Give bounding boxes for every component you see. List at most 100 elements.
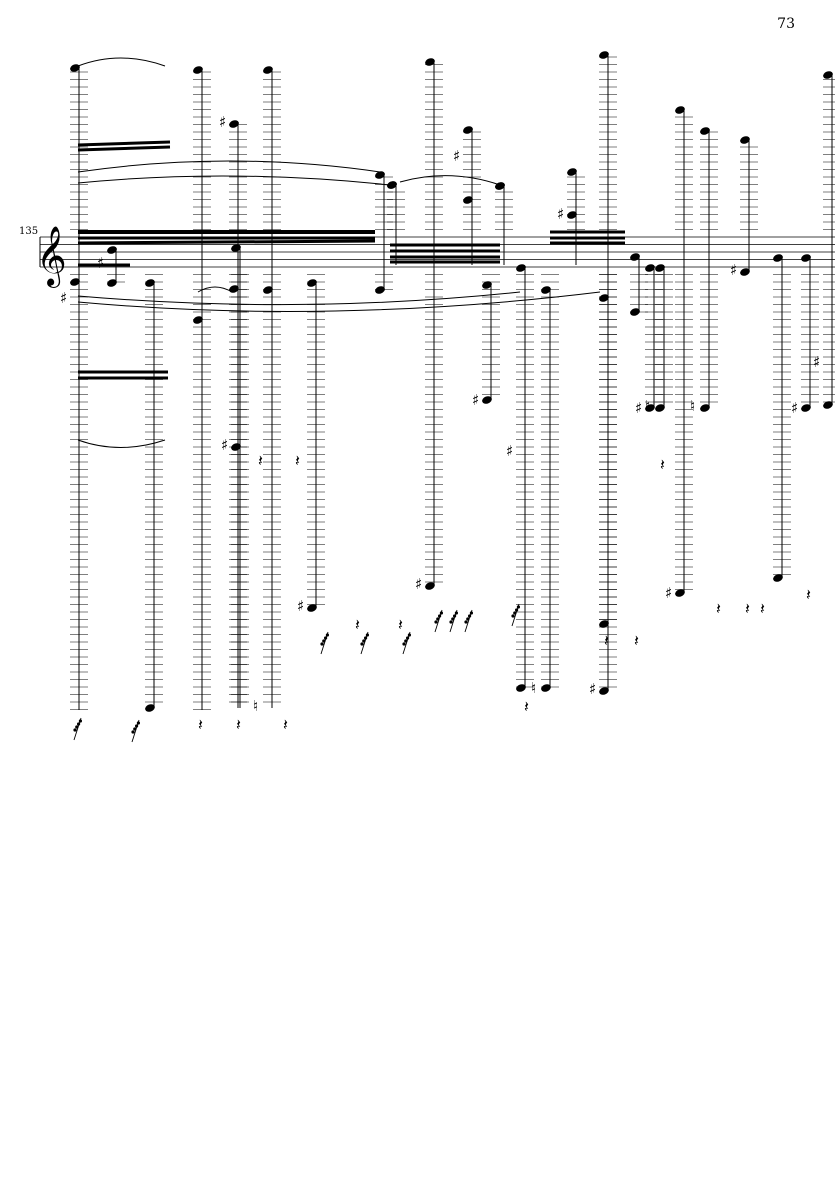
notehead [307,604,317,612]
notehead [516,264,526,272]
note: ♯ [453,126,481,265]
grace-stem [73,717,82,741]
sharp-icon: ♯ [297,597,304,615]
note: ♯ [221,244,249,708]
note: ♯ [589,274,617,698]
quarter-rest-icon: 𝄽 [398,615,403,634]
notehead [645,264,655,272]
ties [77,57,601,448]
grace-note-group [511,603,521,627]
notehead [675,106,685,114]
quarter-rest-icon: 𝄽 [806,585,811,604]
notehead [145,279,155,287]
note [495,182,513,265]
note [773,254,791,582]
note: ♯ [297,274,325,615]
sharp-icon: ♯ [506,442,513,460]
notehead [375,171,385,179]
notehead [482,396,492,404]
sharp-icon: ♯ [665,584,672,602]
tie [77,175,391,186]
notehead [231,244,241,252]
notehead [773,574,783,582]
tie [77,291,521,306]
notehead [823,401,833,409]
note: ♮ [531,274,559,697]
grace-stem [449,609,458,633]
notehead [107,246,117,254]
notehead [229,120,239,128]
quarter-rest-icon: 𝄽 [355,615,360,634]
notehead [801,404,811,412]
notehead [645,404,655,412]
notehead [425,582,435,590]
notehead [599,687,609,695]
quarter-rest-icon: 𝄽 [604,631,609,650]
tie [399,175,501,186]
grace-stem [131,719,140,743]
sharp-icon: ♯ [472,391,479,409]
quarter-rest-icon: 𝄽 [745,599,750,618]
rests: 𝄽𝄽𝄽𝄽𝄽𝄽𝄽𝄽𝄽𝄽𝄽𝄽𝄽𝄽𝄽 [198,451,811,734]
note [145,274,163,712]
note: ♯ [415,58,443,593]
tie [77,291,601,312]
grace-notehead [402,642,406,646]
grace-notehead [73,728,77,732]
natural-icon: ♮ [645,397,650,415]
notehead [599,294,609,302]
note: ♯ [813,71,835,409]
notehead [70,278,80,286]
sharp-icon: ♯ [60,289,67,307]
notehead [823,71,833,79]
grace-stem [434,609,443,633]
notehead [307,279,317,287]
note [193,66,211,710]
note: ♯ [97,246,125,287]
tie [197,286,233,293]
grace-stem [402,631,411,655]
note: ♮ [690,127,718,415]
note: ♯ [472,274,500,409]
grace-notehead [434,620,438,624]
notehead [700,127,710,135]
grace-notehead [320,642,324,646]
notehead [193,66,203,74]
beams [77,140,625,380]
quarter-rest-icon: 𝄽 [198,715,203,734]
page-number: 73 [777,16,795,32]
tie [77,160,381,173]
notehead [107,279,117,287]
grace-stem [464,609,473,633]
notehead [700,404,710,412]
note: ♯ [730,136,758,279]
notehead [482,281,492,289]
notehead [70,64,80,72]
grace-notehead [464,620,468,624]
natural-icon: ♮ [690,397,695,415]
sharp-icon: ♯ [635,399,642,417]
measure-number: 135 [19,226,39,237]
notehead [655,404,665,412]
notehead [231,443,241,451]
note: ♯ [60,64,88,710]
notehead [567,211,577,219]
treble-clef-icon: 𝄞 [36,226,67,288]
notehead [229,285,239,293]
note: ♯ [506,264,534,692]
note: ♯ [791,254,819,417]
note [599,51,617,628]
beam [77,145,171,152]
notehead [655,264,665,272]
sharp-icon: ♯ [219,113,226,131]
sharp-icon: ♯ [97,254,104,272]
beam [77,140,171,147]
natural-icon: ♮ [253,697,258,715]
grace-stem [320,631,329,655]
sharp-icon: ♯ [589,680,596,698]
notehead [630,253,640,261]
quarter-rest-icon: 𝄽 [716,599,721,618]
grace-stem [360,631,369,655]
